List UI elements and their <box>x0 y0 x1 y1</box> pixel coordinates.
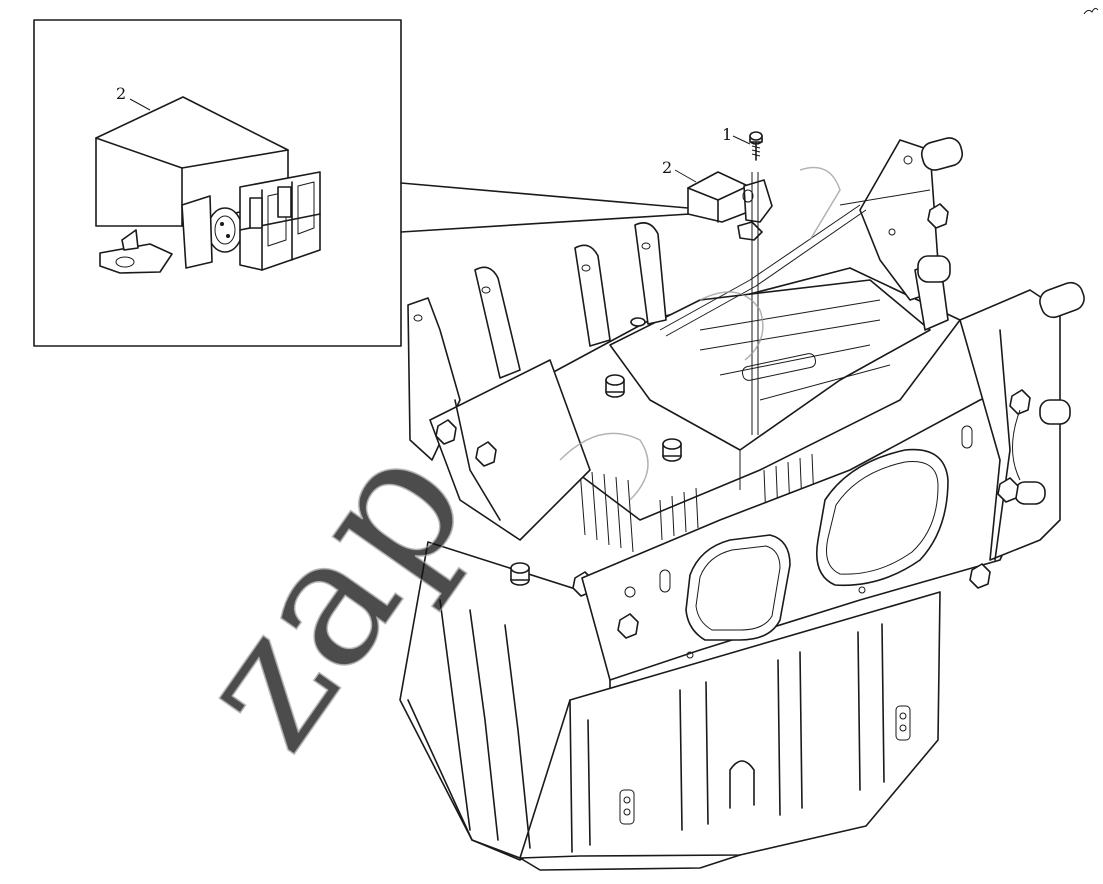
front-plate <box>581 379 1041 681</box>
inset-relay <box>95 96 321 274</box>
relay-part <box>687 171 773 435</box>
lower-tray <box>399 541 941 871</box>
bolt-leader-line <box>732 135 751 145</box>
left-frame <box>407 222 667 597</box>
inset-callout-number: 2 <box>116 84 126 103</box>
scribble-icon <box>1083 7 1099 15</box>
callout-bolt: 1 <box>722 125 751 145</box>
right-bracket <box>959 281 1085 561</box>
relay-leader-line <box>674 169 697 183</box>
callout-number-relay: 2 <box>662 158 672 177</box>
inset-leader-line <box>129 98 151 111</box>
callout-relay: 2 <box>662 158 697 183</box>
bolt-part <box>749 131 763 161</box>
battery-assembly <box>399 131 1085 871</box>
detail-inset: 2 <box>33 19 402 347</box>
zoom-connector <box>400 182 691 233</box>
rear-bracket <box>659 137 964 337</box>
callout-number-bolt: 1 <box>722 125 732 144</box>
